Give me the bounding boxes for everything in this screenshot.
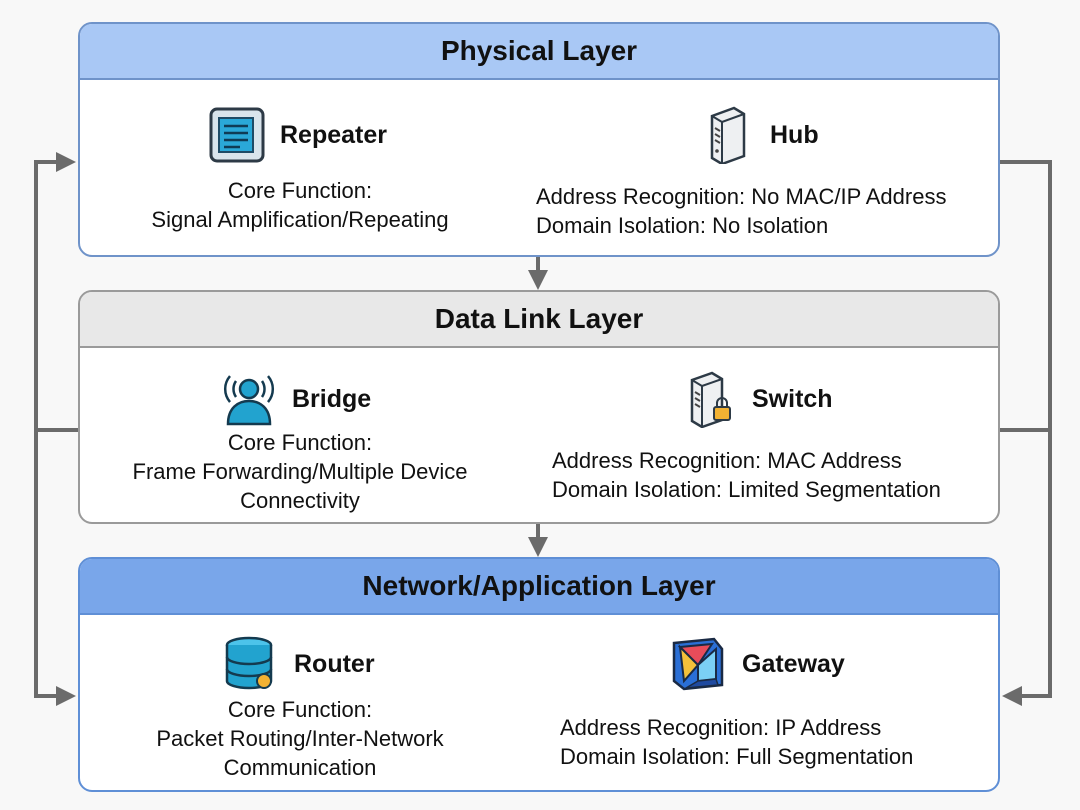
database-stack-icon [225,636,273,690]
desc-line: Domain Isolation: Limited Segmentation [552,477,941,502]
layer-title: Physical Layer [80,24,998,80]
switch-description: Address Recognition: MAC Address Domain … [552,446,941,504]
bridge-description: Core Function: Frame Forwarding/Multiple… [100,428,500,515]
hub-device: Hub [698,106,819,164]
desc-line: Domain Isolation: No Isolation [536,213,829,238]
network-application-layer-box: Network/Application Layer Router Core Fu… [78,557,1000,792]
router-device: Router [222,635,375,693]
device-name: Switch [752,384,833,413]
desc-line: Address Recognition: No MAC/IP Address [536,184,947,209]
gateway-cube-icon [672,637,724,691]
server-tower-icon [710,106,746,164]
desc-line: Address Recognition: MAC Address [552,448,902,473]
desc-line: Core Function: [227,178,373,203]
repeater-description: Core Function: Signal Amplification/Repe… [120,176,480,234]
left-feedback-line [34,152,78,432]
server-lock-icon [690,371,731,428]
right-loop-line [1000,160,1052,706]
device-name: Hub [770,120,819,149]
document-icon [209,107,265,163]
desc-line: Core Function: [227,697,373,722]
desc-line: Packet Routing/Inter-Network [156,726,444,751]
data-link-layer-box: Data Link Layer Bridge Core Function: Fr… [78,290,1000,524]
gateway-description: Address Recognition: IP Address Domain I… [560,713,913,771]
physical-layer-box: Physical Layer Repeater Core Function: S… [78,22,1000,257]
device-name: Gateway [742,649,845,678]
device-name: Router [294,649,375,678]
router-description: Core Function: Packet Routing/Inter-Netw… [120,695,480,782]
layer-title: Network/Application Layer [80,559,998,615]
desc-line: Domain Isolation: Full Segmentation [560,744,914,769]
desc-line: Connectivity [240,488,360,513]
desc-line: Frame Forwarding/Multiple Device [132,459,468,484]
broadcasting-person-icon [223,375,275,426]
desc-line: Core Function: [227,430,373,455]
left-feedforward-line [34,430,76,706]
desc-line: Signal Amplification/Repeating [151,207,449,232]
layer-title: Data Link Layer [80,292,998,348]
device-name: Repeater [280,120,387,149]
hub-description: Address Recognition: No MAC/IP Address D… [536,182,946,240]
device-name: Bridge [292,384,372,413]
switch-device: Switch [680,370,833,428]
desc-line: Communication [223,755,377,780]
gateway-device: Gateway [670,635,845,693]
desc-line: Address Recognition: IP Address [560,715,882,740]
repeater-device: Repeater [208,106,387,164]
bridge-device: Bridge [220,370,371,428]
